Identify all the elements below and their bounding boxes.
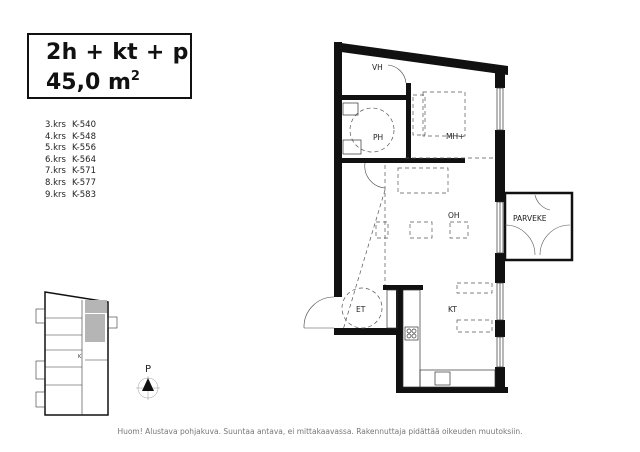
floor-row: 5.krs K-556 [45,143,96,155]
room-label-vh: VH [372,63,383,72]
key-plan-stair-label: K [78,354,82,360]
windows [496,87,504,368]
floor-row: 8.krs K-577 [45,178,96,190]
north-arrow: P [136,364,160,400]
north-arrow-icon [142,378,154,391]
kitchen-fixtures [342,102,496,388]
furniture [341,91,495,333]
apartment-number: K-577 [72,177,96,188]
floor: 6.krs [45,154,66,165]
north-label: P [145,364,151,375]
floor: 4.krs [45,131,66,142]
balcony [503,191,574,262]
apartment-number: K-548 [72,131,96,142]
floor: 7.krs [45,166,66,177]
floor: 3.krs [45,120,66,130]
room-label-oh: OH [448,211,460,220]
room-label-ph: PH [373,133,383,142]
apartment-number: K-556 [72,143,96,154]
apartment-title-box: 2h + kt + p 45,0 m2 [27,33,192,99]
floor-row: 7.krs K-571 [45,166,96,178]
door-swings [303,64,407,329]
room-label-et: ET [356,305,366,314]
room-label-kt: KT [448,305,457,314]
floor-row: 4.krs K-548 [45,132,96,144]
area-value: 45,0 m [46,70,131,95]
apartment-number: K-564 [72,154,96,165]
floor: 8.krs [45,177,66,188]
key-plan-highlight [85,300,107,313]
apartment-type: 2h + kt + p [46,40,189,65]
room-label-mh: MH+ [446,132,464,141]
apartment-number: K-583 [72,189,96,200]
floor: 9.krs [45,189,66,200]
disclaimer: Huom! Alustava pohjakuva. Suuntaa antava… [117,427,523,436]
floor: 5.krs [45,143,66,154]
apartment-number: K-540 [72,120,96,130]
floor-row: 3.krs K-540 [45,120,96,132]
floor-row: 6.krs K-564 [45,155,96,167]
room-label-parveke: PARVEKE [513,214,547,223]
floor-row: 9.krs K-583 [45,190,96,202]
walls [334,42,508,393]
apartment-area: 45,0 m2 [46,69,140,95]
area-unit: 2 [130,69,140,84]
apartment-number: K-571 [72,166,96,177]
key-plan: K [35,291,118,416]
